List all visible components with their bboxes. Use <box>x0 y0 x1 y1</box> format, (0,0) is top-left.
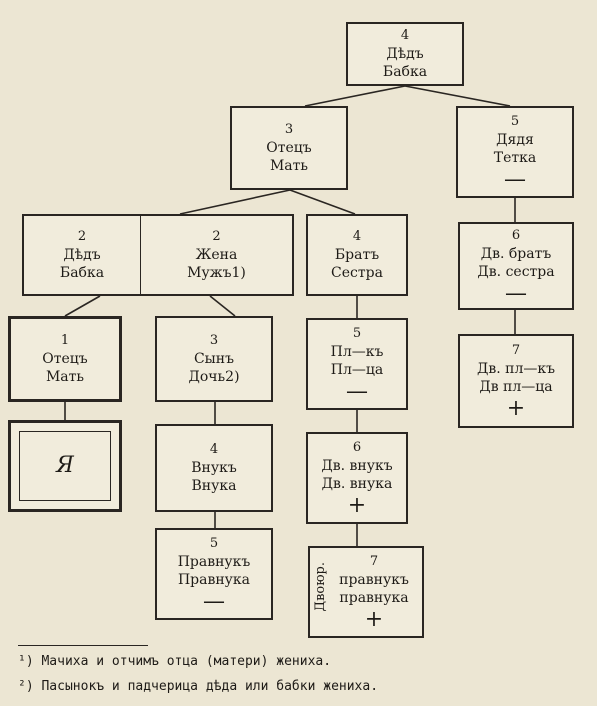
box-mark: + <box>364 607 384 632</box>
box-line-1: Братъ <box>334 247 380 263</box>
box-mark: — <box>203 589 225 614</box>
box-line-1: Дѣдъ <box>386 46 424 62</box>
box-grandnephew: 6 Дв. внукъ Дв. внука + <box>306 432 408 524</box>
footnote-1: ¹) Мачиха и отчимъ отца (матери) жениха. <box>18 654 332 669</box>
box-number: 7 <box>369 554 379 569</box>
box-line-2: Дв. внука <box>321 476 393 492</box>
box-son-daughter: 3 Сынъ Дочь2) <box>155 316 273 402</box>
box-line-2: Тетка <box>493 150 537 166</box>
box-number: 1 <box>60 333 70 348</box>
box-grandson: 4 Внукъ Внука <box>155 424 273 512</box>
box-siblings: 4 Братъ Сестра <box>306 214 408 296</box>
box-line-2: правнука <box>339 590 409 606</box>
box-mark: — <box>504 167 526 192</box>
box-number: 2 <box>212 229 221 244</box>
box-nephew-niece: 5 Пл—къ Пл—ца — <box>306 318 408 410</box>
box-number: 4 <box>209 442 219 457</box>
box-line-1: Внукъ <box>191 460 237 476</box>
box-number: 5 <box>209 536 219 551</box>
box-line-2: Мужъ1) <box>187 265 246 281</box>
box-second-cousin-great-grandson: Двоюр. 7 правнукъ правнука + <box>308 546 424 638</box>
box-line-2: Правнука <box>177 572 251 588</box>
box-number: 6 <box>352 440 362 455</box>
box-line-2: Сестра <box>331 265 383 281</box>
box-cousin-nephew: 7 Дв. пл—къ Дв пл—ца + <box>458 334 574 428</box>
self-label: Я <box>19 431 111 501</box>
box-line-1: Отецъ <box>42 351 88 367</box>
box-number: 2 <box>77 229 87 244</box>
box-mark: — <box>505 281 527 306</box>
box-number: 3 <box>209 333 219 348</box>
box-line-1: Дв. внукъ <box>321 458 393 474</box>
box-line-2: Дочь2) <box>188 369 240 385</box>
box-grandparents-spouse-pair: 2 Дѣдъ Бабка 2 Жена Мужъ1) <box>22 214 294 296</box>
box-number: 4 <box>400 28 410 43</box>
box-line-2: Дв пл—ца <box>479 379 553 395</box>
box-number: 7 <box>511 343 521 358</box>
box-cousins: 6 Дв. братъ Дв. сестра — <box>458 222 574 310</box>
box-line-2: Мать <box>269 158 309 174</box>
box-number: 6 <box>511 228 521 243</box>
box-mark: — <box>346 379 368 404</box>
footnote-divider <box>18 645 148 646</box>
box-line-2: Бабка <box>59 265 105 281</box>
box-mark: + <box>347 493 367 518</box>
box-great-grandson: 5 Правнукъ Правнука — <box>155 528 273 620</box>
box-self: Я <box>8 420 122 512</box>
box-line-2: Мать <box>45 369 85 385</box>
box-number: 3 <box>284 122 294 137</box>
box-line-1: Дв. пл—къ <box>476 361 556 377</box>
box-line-1: Пл—къ <box>330 344 384 360</box>
box-number: 5 <box>510 114 520 129</box>
box-line-1: Отецъ <box>266 140 312 156</box>
half-spouse: 2 Жена Мужъ1) <box>141 216 292 294</box>
box-line-1: правнукъ <box>339 572 409 588</box>
footnote-2: ²) Пасынокъ и падчерица дѣда или бабки ж… <box>18 679 379 694</box>
box-line-1: Дѣдъ <box>63 247 101 263</box>
box-mark: + <box>506 396 526 421</box>
box-line-1: Дв. братъ <box>480 246 552 262</box>
box-side-label: Двоюр. <box>313 562 328 612</box>
box-father-mother: 1 Отецъ Мать <box>8 316 122 402</box>
box-line-2: Бабка <box>382 64 428 80</box>
box-line-2: Дв. сестра <box>477 264 555 280</box>
box-parents: 3 Отецъ Мать <box>230 106 348 190</box>
box-line-2: Внука <box>191 478 237 494</box>
box-uncle-aunt: 5 Дядя Тетка — <box>456 106 574 198</box>
box-line-2: Пл—ца <box>330 362 384 378</box>
pair-divider <box>140 216 141 294</box>
box-line-1: Правнукъ <box>177 554 251 570</box>
box-line-1: Жена <box>195 247 238 263</box>
box-line-1: Сынъ <box>193 351 235 367</box>
box-number: 4 <box>352 229 362 244</box>
box-number: 5 <box>352 326 362 341</box>
box-grandparents-top: 4 Дѣдъ Бабка <box>346 22 464 86</box>
box-line-1: Дядя <box>496 132 534 148</box>
half-grandparents: 2 Дѣдъ Бабка <box>24 216 140 294</box>
